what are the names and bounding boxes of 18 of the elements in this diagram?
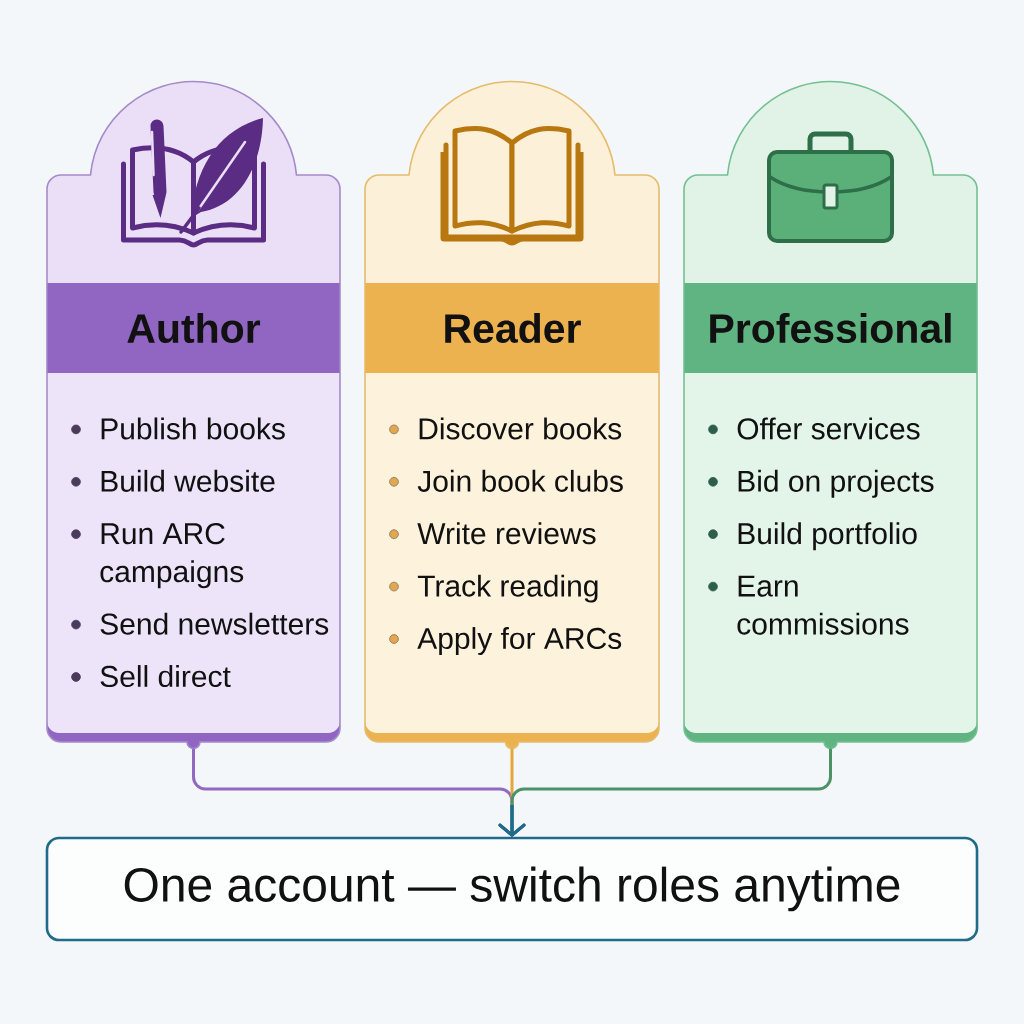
- list-item: Earn commissions: [737, 575, 909, 635]
- list-item: Sell direct: [100, 665, 231, 688]
- list-item: Write reviews: [417, 522, 596, 545]
- list-item: Run ARC campaigns: [100, 523, 244, 589]
- list-item: Apply for ARCs: [417, 627, 622, 655]
- list-item: Track reading: [417, 574, 598, 603]
- card-heading: Reader: [365, 283, 659, 373]
- list-item: Offer services: [737, 417, 920, 440]
- card-heading: Author: [47, 283, 340, 373]
- list-item: Send newsletters: [100, 612, 329, 635]
- list-item: Build portfolio: [738, 522, 917, 551]
- list-item: Join book clubs: [417, 469, 623, 492]
- list-item: Bid on projects: [738, 469, 934, 498]
- card-heading: Professional: [684, 283, 977, 373]
- list-item: Build website: [101, 469, 275, 492]
- summary-box: One account — switch roles anytime: [45, 836, 979, 942]
- list-item: Publish books: [101, 417, 285, 440]
- list-item: Discover books: [419, 417, 622, 440]
